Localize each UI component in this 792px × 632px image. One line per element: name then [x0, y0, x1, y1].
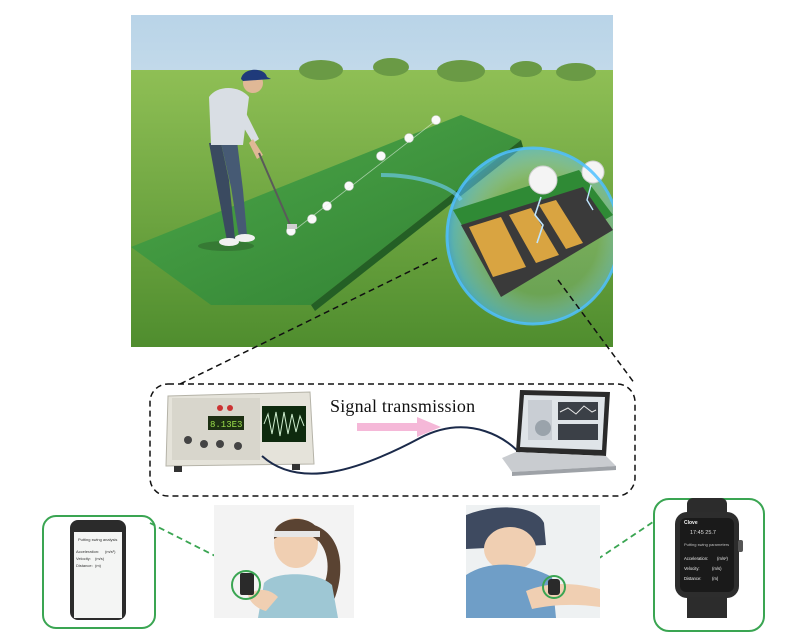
watch-row-label: Velocity:: [684, 566, 700, 571]
phone-row-label: Acceleration:: [76, 549, 99, 554]
watch-row-value: (m): [712, 576, 718, 581]
smartphone: [70, 520, 126, 620]
watch-subtitle: Putting swing parameters: [684, 542, 729, 547]
watch-row-label: Distance:: [684, 576, 701, 581]
phone-row-label: Velocity:: [76, 556, 91, 561]
female-user-with-phone: [214, 505, 354, 618]
phone-row-value: (m/s²): [105, 549, 115, 554]
watch-row-value: (m/s): [712, 566, 722, 571]
phone-row-value: (m): [95, 563, 101, 568]
phone-row-value: (m/s): [95, 556, 104, 561]
watch-app-name: Clove: [684, 520, 698, 526]
watch-row-value: (m/s²): [717, 556, 728, 561]
watch-time: 17:45 25.7: [690, 530, 716, 536]
watch-row-label: Acceleration:: [684, 556, 708, 561]
smartphone-screen: [74, 532, 122, 618]
phone-row-label: Distance:: [76, 563, 93, 568]
male-user-with-smartwatch: [466, 505, 600, 618]
laptop-computer: [498, 386, 618, 482]
smartwatch-crown: [738, 540, 743, 552]
smartwatch-band-bottom: [687, 597, 727, 618]
phone-app-title: Putting swing analysis: [78, 537, 117, 542]
